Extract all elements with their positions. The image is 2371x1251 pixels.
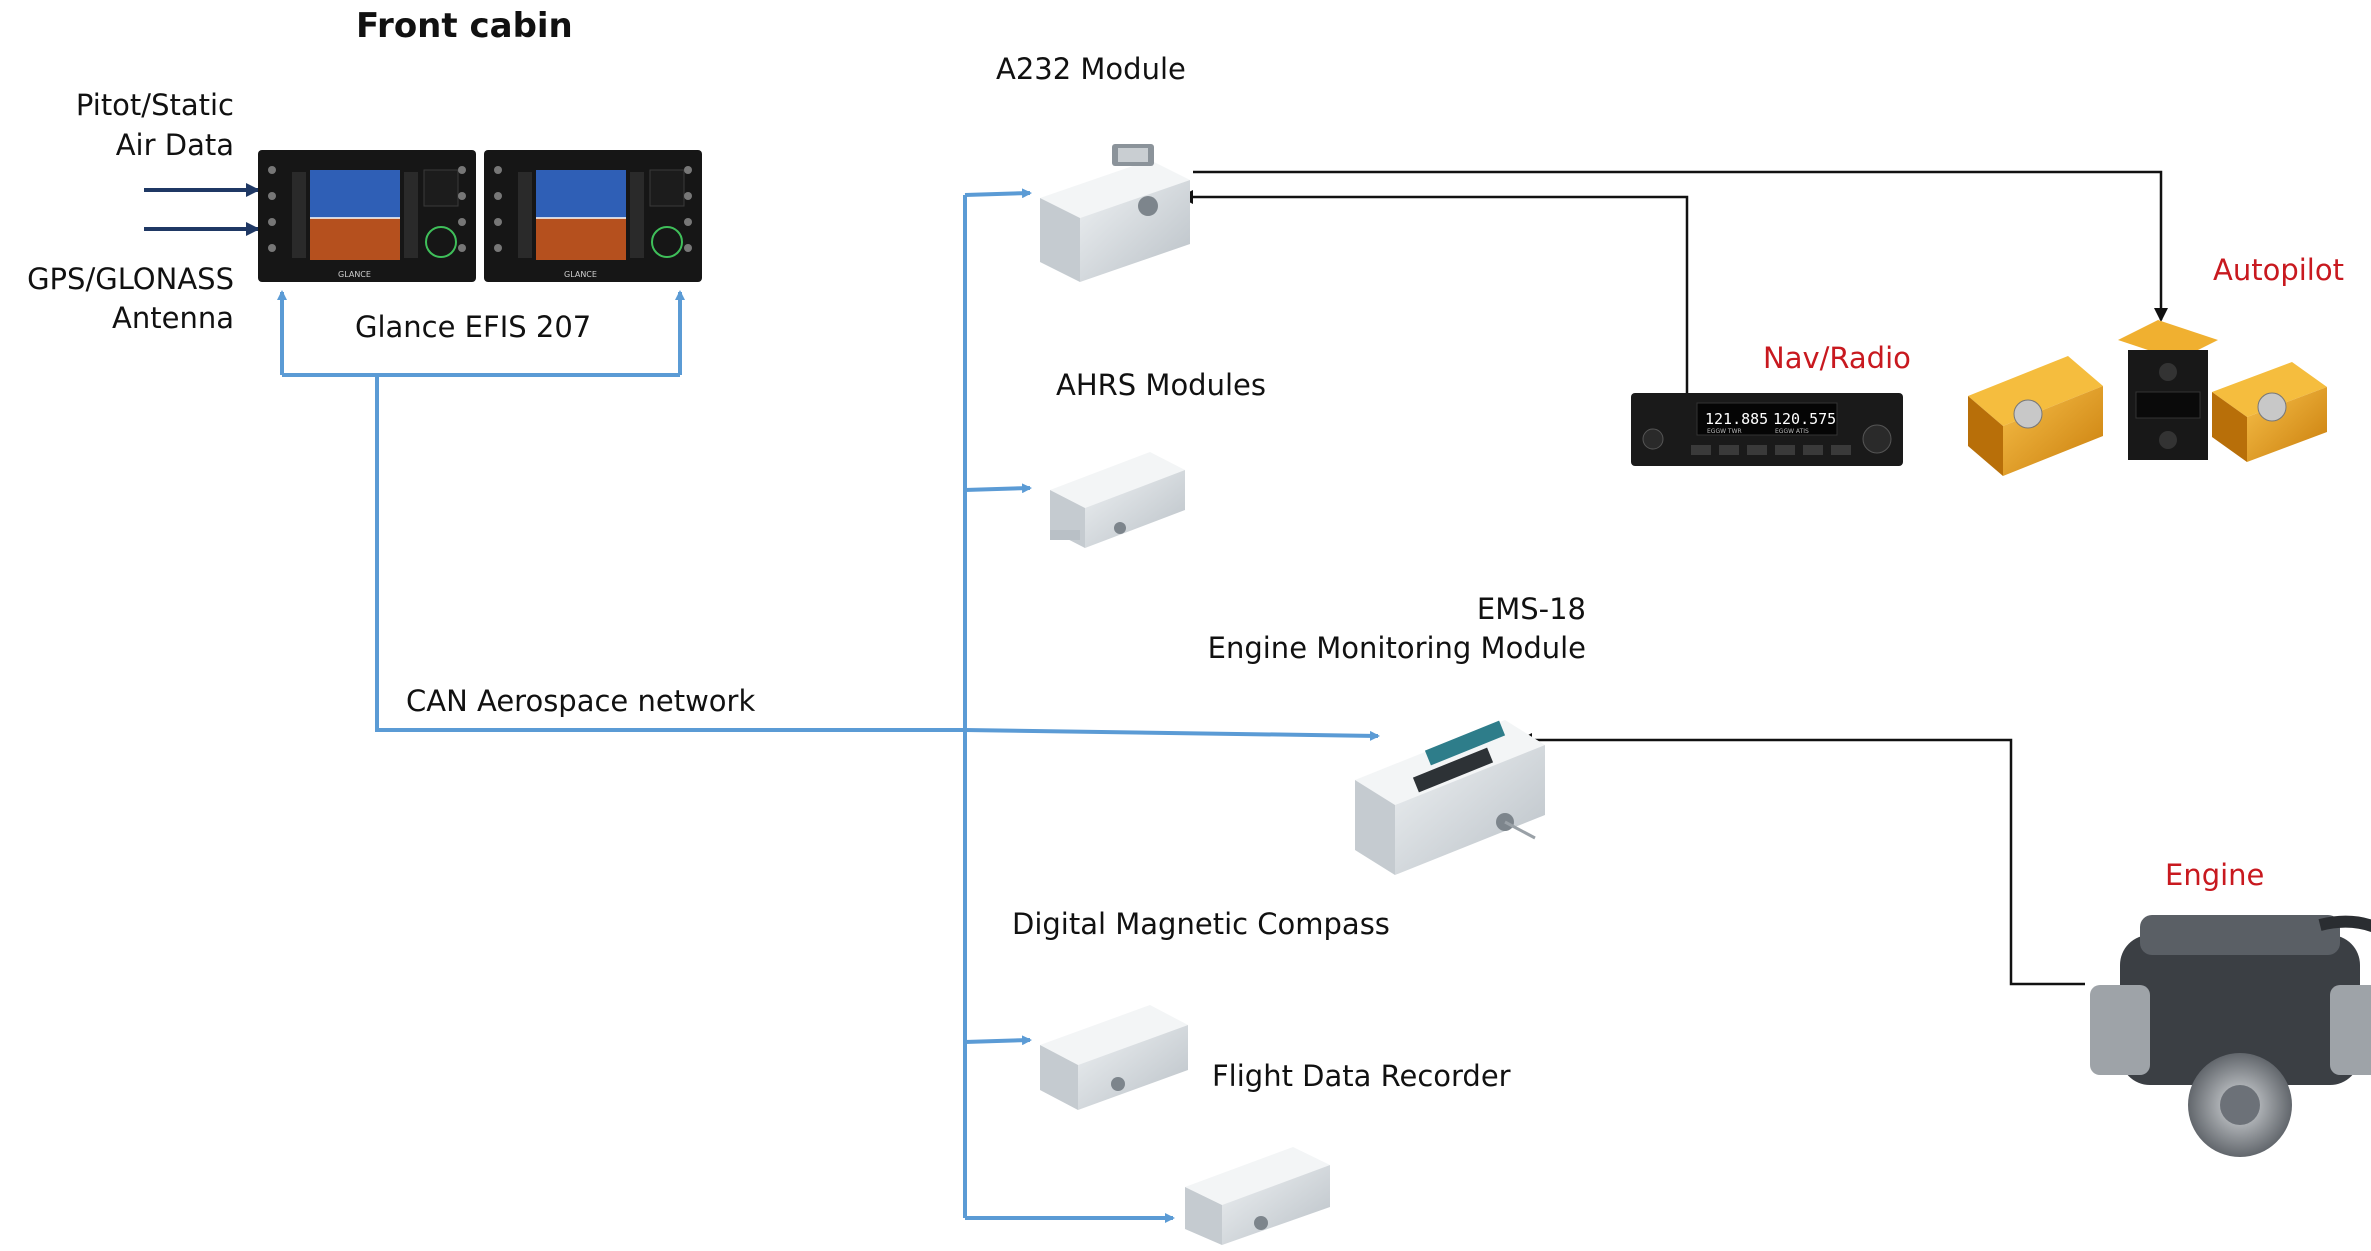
- a232-module: [1040, 144, 1190, 282]
- input-arrows: [144, 183, 260, 236]
- efis-display-right: GLANCE: [484, 150, 702, 282]
- ems18-module: [1355, 720, 1545, 875]
- a232-module-label: A232 Module: [996, 52, 1186, 86]
- air-data-label: Air Data: [115, 128, 234, 162]
- signal-lines: [1179, 170, 2168, 986]
- can-to-ahrs: [964, 483, 1032, 494]
- autopilot-label: Autopilot: [2213, 253, 2344, 287]
- efis-label: Glance EFIS 207: [355, 310, 592, 344]
- pitot-static-label: Pitot/Static: [75, 88, 234, 122]
- engine-to-ems: [1518, 733, 2085, 986]
- flight-data-recorder-module: [1185, 1147, 1330, 1245]
- autopilot-controller: [2118, 320, 2218, 460]
- radio-active-freq: 121.885: [1705, 410, 1768, 428]
- ahrs-modules-label: AHRS Modules: [1056, 368, 1266, 402]
- antenna-label: Antenna: [112, 301, 234, 335]
- ems18-label: EMS-18: [1476, 592, 1586, 626]
- radio-standby-freq: 120.575: [1773, 410, 1836, 428]
- can-to-a232: [964, 188, 1032, 199]
- digital-compass-module: [1040, 1005, 1188, 1110]
- can-trunk: [375, 375, 1380, 741]
- engine-image: [2090, 915, 2371, 1157]
- a232-to-autopilot: [1193, 170, 2168, 322]
- engine-label: Engine: [2165, 858, 2265, 892]
- can-network-label: CAN Aerospace network: [406, 684, 756, 718]
- ahrs-module: [1050, 452, 1185, 548]
- front-cabin-title: Front cabin: [356, 6, 573, 46]
- engine-monitoring-label: Engine Monitoring Module: [1207, 631, 1586, 665]
- autopilot-servo-right: [2212, 362, 2327, 462]
- can-bus: [277, 188, 1380, 1223]
- flight-data-recorder-label: Flight Data Recorder: [1212, 1059, 1511, 1093]
- nav-radio-unit: 121.885 120.575 EGGW TWR EGGW ATIS: [1631, 393, 1903, 466]
- efis-display-left: GLANCE: [258, 150, 476, 282]
- radio-standby-station: EGGW ATIS: [1775, 428, 1809, 435]
- efis-brand-right: GLANCE: [564, 270, 597, 279]
- nav-radio-label: Nav/Radio: [1763, 341, 1911, 375]
- digital-compass-label: Digital Magnetic Compass: [1012, 907, 1390, 941]
- efis-brand-left: GLANCE: [338, 270, 371, 279]
- radio-active-station: EGGW TWR: [1707, 428, 1742, 435]
- radio-to-a232: [1179, 190, 1689, 400]
- can-to-compass: [964, 1035, 1032, 1046]
- autopilot-servo-left: [1968, 356, 2103, 476]
- gps-glonass-label: GPS/GLONASS: [27, 262, 234, 296]
